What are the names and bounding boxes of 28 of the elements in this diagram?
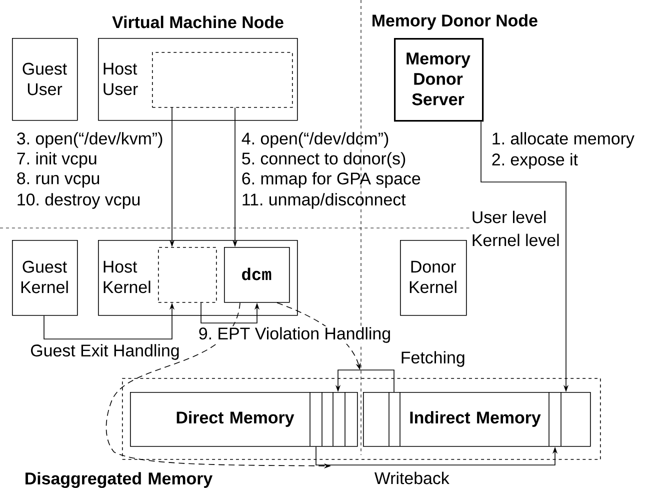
step-text: 1. allocate memory [492,132,634,148]
process-box: Memory Donor Server [394,38,484,122]
process-box: Donor Kernel [400,240,467,316]
edge-label: 9. EPT Violation Handling [197,326,392,344]
process-box: Host User [98,38,298,121]
step-text: 7. init vcpu [17,152,96,168]
module-box [158,246,217,303]
step-text: 6. mmap for GPA space [242,172,420,188]
step-text: 10. destroy vcpu [18,193,140,209]
step-text: 2. expose it [492,153,578,169]
process-box: Indirect Memory [363,392,591,447]
level-label: Kernel level [472,234,559,246]
section-heading: Virtual Machine Node [112,16,284,28]
process-box: Guest User [12,38,78,121]
edge-label: Fetching [399,350,466,368]
edge-label: Guest Exit Handling [29,343,181,361]
step-text: 8. run vcpu [17,172,100,188]
step-text: 11. unmap/disconnect [242,193,406,209]
level-label: User level [472,210,546,224]
step-text: 5. connect to donor(s) [242,152,406,168]
step-text: 4. open(“/dev/dcm”) [242,132,388,148]
process-box: Direct Memory [130,392,358,447]
process-box [152,52,293,108]
node-label: Disaggregated Memory [26,472,213,488]
edge-label: Writeback [373,470,450,486]
process-box: Guest Kernel [12,240,78,316]
module-box: dcm [224,246,290,303]
step-text: 3. open(“/dev/kvm”) [17,132,162,148]
